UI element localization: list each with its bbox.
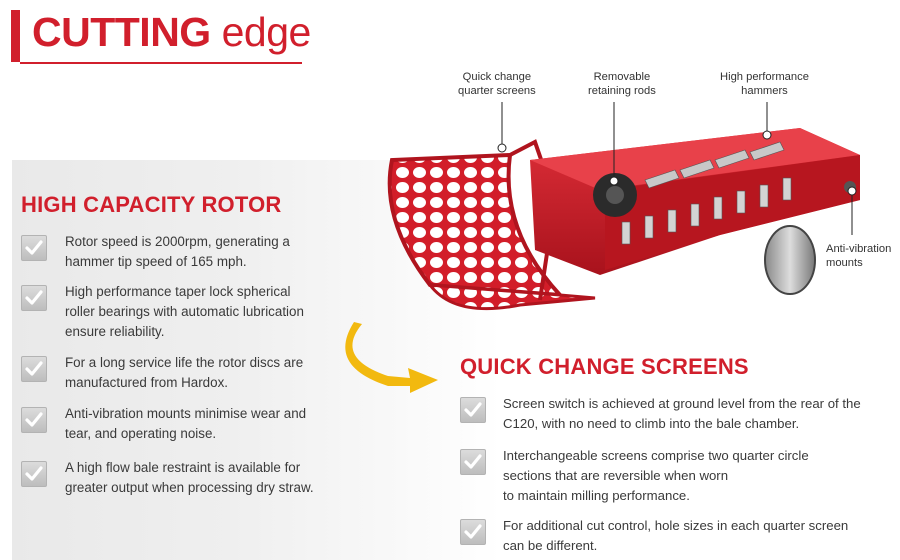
rotor-machine-illustration [387, 102, 860, 311]
list-item: Screen switch is achieved at ground leve… [460, 394, 880, 434]
header-accent-bar [11, 10, 20, 62]
list-item-text: A high flow bale restraint is available … [65, 460, 314, 495]
check-icon [460, 519, 486, 545]
check-icon [21, 407, 47, 433]
list-item-text: For additional cut control, hole sizes i… [503, 518, 849, 553]
list-item-text: Interchangeable screens comprise two qua… [503, 448, 809, 503]
list-item-text: For a long service life the rotor discs … [65, 355, 304, 390]
callout-hammers: High performance hammers [720, 71, 809, 97]
check-icon [460, 397, 486, 423]
list-item: Interchangeable screens comprise two qua… [460, 446, 880, 506]
rotor-heading: HIGH CAPACITY ROTOR [21, 192, 282, 217]
check-icon [21, 235, 47, 261]
curved-arrow-icon [345, 322, 438, 393]
check-icon [21, 285, 47, 311]
callout-quarter-screens: Quick change quarter screens [458, 71, 536, 97]
callout-anti-vibration-mounts: Anti-vibration mounts [826, 243, 892, 269]
check-icon [21, 356, 47, 382]
header-underline [20, 62, 302, 64]
list-item: For a long service life the rotor discs … [21, 353, 351, 393]
page-title-light: edge [221, 9, 312, 55]
list-item: A high flow bale restraint is available … [21, 458, 351, 498]
check-icon [21, 461, 47, 487]
callout-retaining-rods: Removable retaining rods [588, 71, 656, 97]
list-item: For additional cut control, hole sizes i… [460, 516, 880, 556]
screens-heading: QUICK CHANGE SCREENS [460, 354, 749, 379]
check-icon [460, 449, 486, 475]
list-item-text: Screen switch is achieved at ground leve… [503, 396, 861, 431]
page-title: CUTTING edge [32, 6, 311, 58]
page-title-bold: CUTTING [32, 9, 211, 55]
